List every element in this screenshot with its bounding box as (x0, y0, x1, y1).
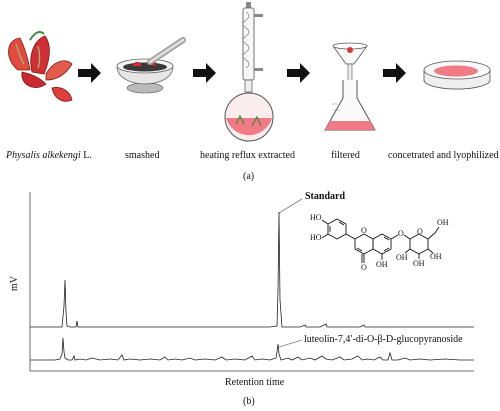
chromatogram-trace-standard (30, 211, 474, 328)
funnel-flask-icon (324, 42, 376, 131)
atom-label: OH (437, 218, 449, 227)
compound-leader-line (278, 339, 303, 348)
right-arrow-icon (78, 63, 101, 83)
standard-label: Standard (305, 191, 346, 202)
atom-label: O (361, 226, 367, 235)
chromatogram-trace-sample (30, 337, 474, 361)
step-label-plant: Physalis alkekengi L. (6, 150, 92, 161)
right-arrow-icon (383, 63, 406, 83)
atom-label: OH (396, 253, 408, 262)
atom-label: O (398, 229, 404, 238)
step-label-lyophilized: concetrated and lyophilized (388, 150, 499, 161)
x-axis-label: Retention time (225, 377, 285, 388)
atom-label: HO (310, 233, 322, 242)
y-axis-label: mV (9, 276, 20, 291)
reflux-condenser-flask-icon (224, 2, 274, 142)
chemical-structure-icon (321, 218, 440, 263)
petri-dish-icon (423, 60, 491, 90)
standard-leader-line (278, 198, 303, 214)
atom-label: OH (376, 260, 388, 269)
physalis-fruit-icon (8, 31, 73, 102)
right-arrow-icon (193, 63, 216, 83)
caption-b: (b) (243, 396, 255, 407)
atom-label: O (361, 263, 367, 272)
compound-label: luteolin-7,4′-di-O-β-D-glucopyranoside (304, 334, 463, 345)
right-arrow-icon (287, 63, 310, 83)
mortar-pestle-icon (116, 37, 186, 94)
step-label-filtered: filtered (331, 150, 360, 161)
panel-b (29, 192, 474, 372)
atom-label: O (417, 227, 423, 236)
atom-label: OH (413, 259, 425, 268)
caption-a: (a) (243, 171, 255, 182)
atom-label: OH (430, 252, 442, 261)
atom-label: HO (310, 213, 322, 222)
panel-a (8, 2, 491, 142)
step-label-reflux: heating reflux extracted (200, 150, 295, 161)
step-label-smashed: smashed (125, 150, 160, 161)
